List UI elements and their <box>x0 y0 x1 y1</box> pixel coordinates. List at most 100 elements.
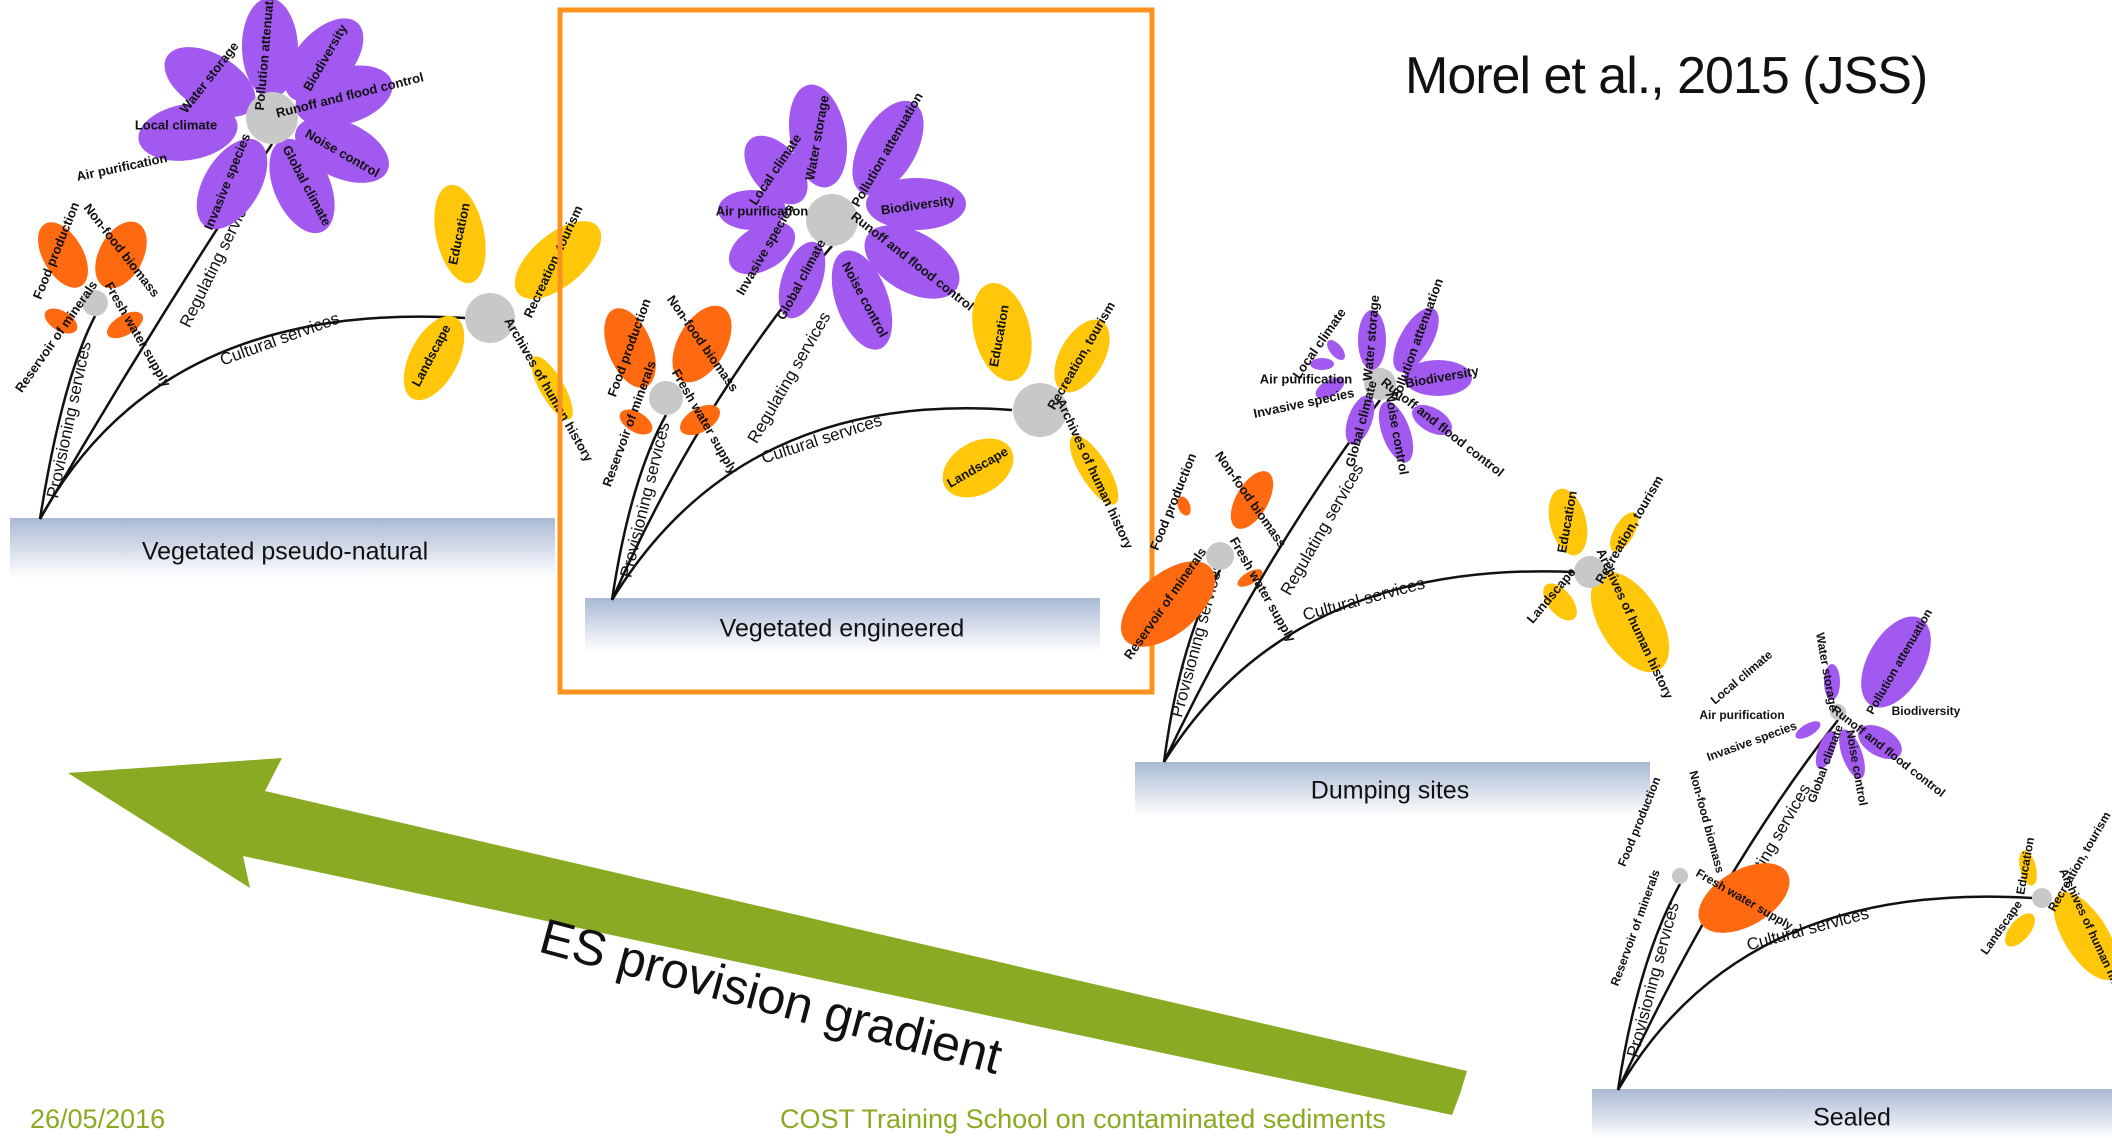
petal-pollution-attenuation <box>852 100 924 196</box>
petal-local-climate <box>744 135 808 205</box>
branch-label-provisioning: Provisioning services <box>43 340 95 500</box>
soil-type-label: Vegetated pseudo-natural <box>142 538 428 566</box>
petal-water-storage <box>1358 310 1386 370</box>
petal-recreation-tourism <box>1054 319 1110 393</box>
petal-local-climate <box>1327 340 1345 360</box>
petal-education <box>2019 850 2037 886</box>
service-label-invasive-species: Invasive species <box>1252 385 1356 421</box>
cultural-flower-center <box>1574 556 1606 588</box>
petal-water-storage <box>1824 664 1840 700</box>
petal-reservoir-of-minerals <box>44 308 78 334</box>
service-label-non-food-biomass: Non-food biomass <box>1686 769 1727 875</box>
petal-fresh-water-supply <box>106 311 144 339</box>
cultural-flower-center <box>465 293 515 343</box>
stem-cul <box>610 407 1013 601</box>
ground-strip <box>1135 762 1650 816</box>
stem-cul <box>1162 570 1575 763</box>
petal-global-climate <box>778 241 826 319</box>
cultural-flower-center <box>2032 888 2052 908</box>
petal-archives-of-human-history <box>2053 892 2112 980</box>
petal-invasive-species <box>1795 721 1821 739</box>
petal-invasive-species <box>1315 377 1345 399</box>
petal-recreation-tourism <box>1610 512 1638 552</box>
petal-water-storage <box>164 47 256 117</box>
service-label-archives-of-human-history: Archives of human history <box>501 315 596 465</box>
petal-education <box>1548 488 1588 556</box>
branch-label-cultural: Cultural services <box>759 411 884 468</box>
service-label-biodiversity: Biodiversity <box>1892 704 1961 718</box>
petal-global-climate <box>1815 731 1837 769</box>
petal-pollution-attenuation <box>1861 616 1931 708</box>
petal-air-purification <box>138 103 238 161</box>
service-label-archives-of-human-history: Archives of human history <box>1054 396 1137 552</box>
provisioning-flower-center <box>1672 868 1688 884</box>
service-label-non-food-biomass: Non-food biomass <box>1212 448 1290 550</box>
stem-prov <box>610 414 668 601</box>
service-label-recreation-tourism: Recreation, tourism <box>1044 299 1118 412</box>
petal-fresh-water-supply <box>680 404 720 436</box>
petal-landscape <box>1543 583 1577 621</box>
gradient-arrow <box>68 758 1467 1115</box>
petal-invasive-species <box>196 138 268 230</box>
ground-strip <box>585 598 1100 652</box>
footer-event: COST Training School on contaminated sed… <box>780 1104 1386 1134</box>
branch-label-cultural: Cultural services <box>217 309 342 370</box>
petal-runoff-and-flood-control <box>295 65 393 127</box>
petal-biodiversity <box>1404 360 1472 396</box>
service-label-air-purification: Air purification <box>716 203 809 218</box>
petal-fresh-water-supply <box>1698 863 1790 933</box>
service-label-local-climate: Local climate <box>1708 647 1775 707</box>
regulating-flower-center <box>1830 704 1846 720</box>
provisioning-flower-center <box>1206 542 1234 570</box>
petal-landscape <box>942 438 1014 498</box>
petal-invasive-species <box>728 221 796 275</box>
ground-strip <box>1592 1089 2112 1138</box>
petal-air-purification <box>718 190 786 230</box>
petal-noise-control <box>831 250 893 350</box>
regulating-flower-center <box>246 92 298 144</box>
provisioning-flower-center <box>649 381 683 415</box>
petal-food-production <box>38 222 88 288</box>
petal-noise-control <box>1839 729 1865 779</box>
stem-prov <box>1616 883 1682 1091</box>
petal-landscape <box>2005 913 2035 947</box>
service-label-air-purification: Air purification <box>75 150 169 184</box>
service-label-water-storage: Water storage <box>1360 294 1382 381</box>
petal-education <box>434 184 486 284</box>
petal-landscape <box>403 315 465 401</box>
petal-reservoir-of-minerals <box>619 409 653 435</box>
petal-pollution-attenuation <box>1393 307 1439 373</box>
service-label-food-production: Food production <box>1147 451 1200 552</box>
petal-global-climate <box>1345 395 1375 445</box>
highlight-frame <box>557 7 1155 695</box>
service-label-air-purification: Air purification <box>1260 371 1353 386</box>
flower-vegetated-pseudo-natural: Vegetated pseudo-natural Provisioning ser… <box>10 0 602 578</box>
provisioning-flower-center <box>82 290 108 316</box>
petal-runoff-and-flood-control <box>1412 404 1452 436</box>
ground-strip <box>10 518 555 578</box>
cultural-flower-center <box>1013 383 1067 437</box>
petal-non-food-biomass <box>1230 471 1274 529</box>
stem-reg <box>1162 399 1382 763</box>
petal-food-production <box>604 308 656 388</box>
petal-runoff-and-flood-control <box>1858 724 1902 760</box>
branch-label-regulating: Regulating services <box>744 309 835 447</box>
petal-biodiversity <box>866 178 966 230</box>
petal-education <box>972 283 1032 381</box>
branch-label-cultural: Cultural services <box>1301 574 1427 625</box>
petal-noise-control <box>1378 401 1414 463</box>
petal-food-production <box>1177 496 1191 516</box>
petal-archives-of-human-history <box>1590 571 1670 673</box>
soil-type-label: Dumping sites <box>1311 777 1469 805</box>
